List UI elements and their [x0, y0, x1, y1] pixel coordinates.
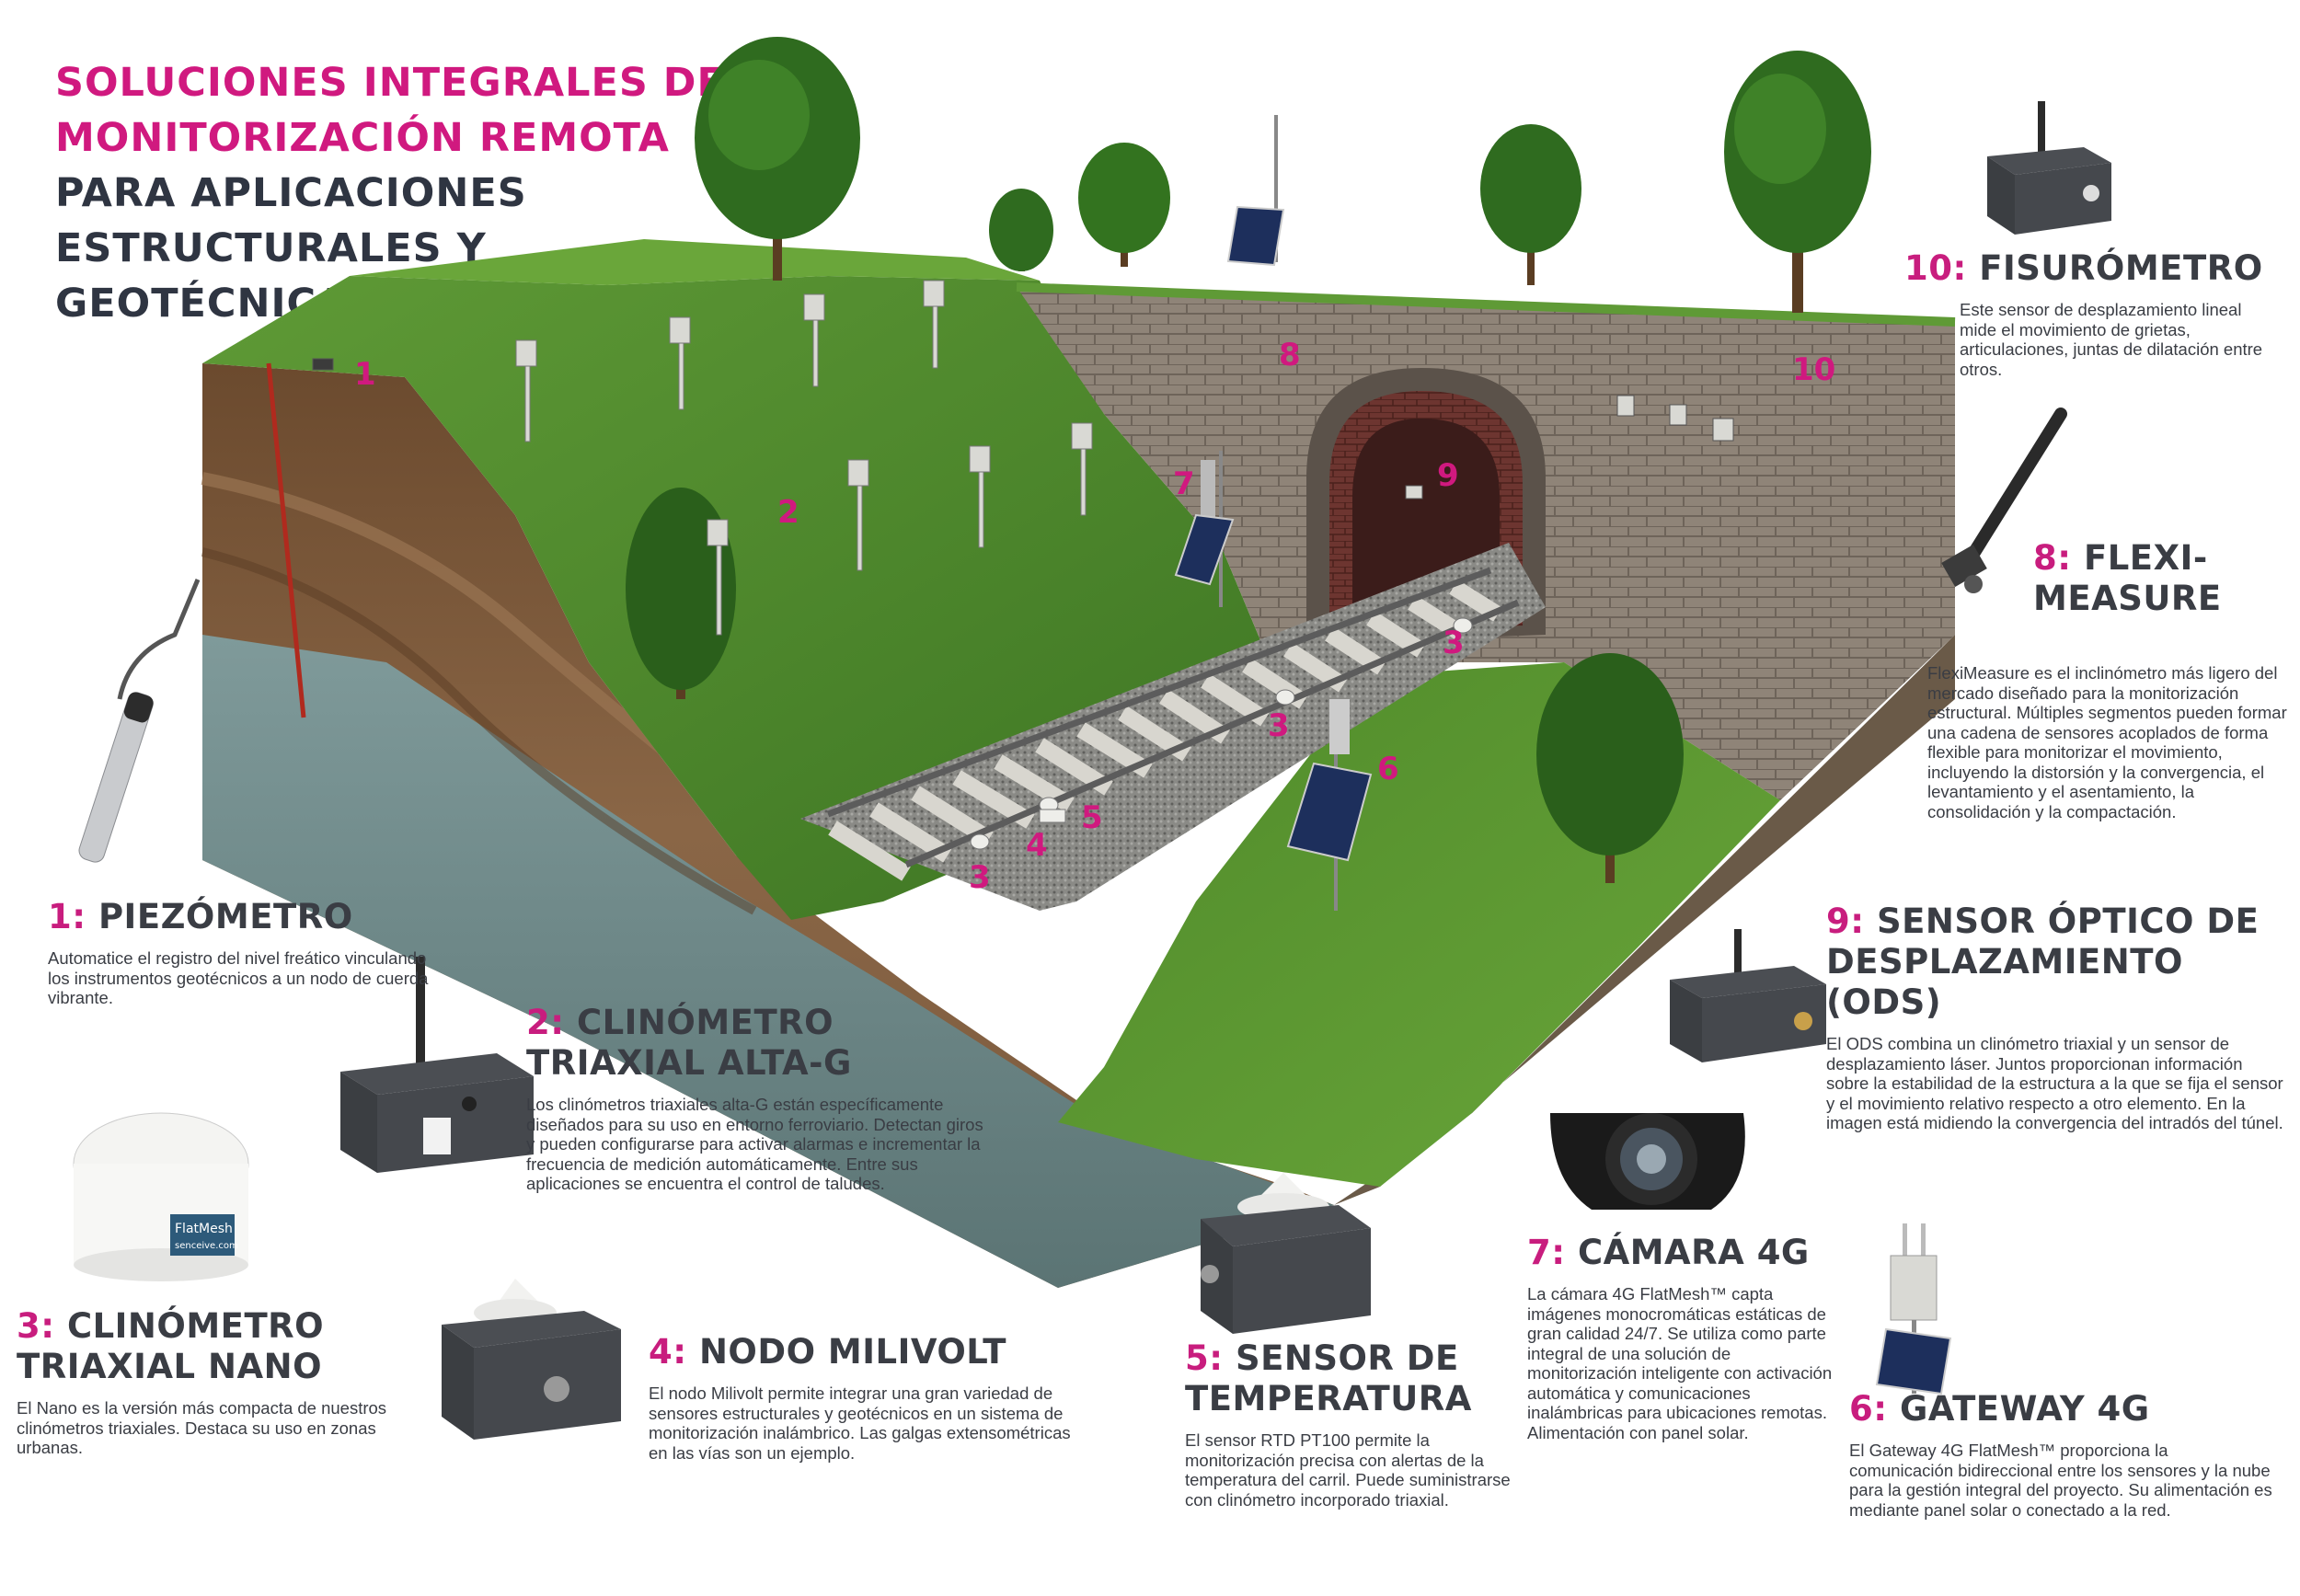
gateway-solar-panels	[1174, 115, 1373, 911]
section-2-title: CLINÓMETRO	[576, 1003, 834, 1042]
section-2-num: 2:	[526, 1003, 565, 1042]
section-9-ods: 9: SENSOR ÓPTICO DE DESPLAZAMIENTO (ODS)…	[1826, 901, 2286, 1133]
section-1-num: 1:	[48, 897, 86, 936]
section-8-text: FlexiMeasure es el inclinómetro más lige…	[1927, 663, 2287, 821]
section-7-num: 7:	[1527, 1233, 1566, 1272]
section-9-text: El ODS combina un clinómetro triaxial y …	[1826, 1034, 2283, 1132]
title-line-1: SOLUCIONES INTEGRALES DE	[55, 60, 725, 106]
wall-sensors	[312, 358, 1734, 499]
section-9-title3: (ODS)	[1826, 982, 1942, 1022]
section-1-piezometro: 1: PIEZÓMETRO Automatice el registro del…	[48, 897, 453, 1008]
callout-10: 10	[1792, 351, 1835, 388]
callout-1: 1	[354, 356, 376, 393]
callout-7: 7	[1173, 465, 1195, 502]
section-10-num: 10:	[1904, 248, 1967, 288]
section-2-clinometro-altag: 2: CLINÓMETRO TRIAXIAL ALTA-G Los clinóm…	[526, 1003, 986, 1194]
clinometer-altag-image	[340, 957, 534, 1173]
tilt-sensor-poles	[515, 280, 1093, 636]
title-line-2: MONITORIZACIÓN REMOTA	[55, 115, 670, 161]
section-6-title: GATEWAY 4G	[1899, 1389, 2150, 1429]
section-9-num: 9:	[1826, 901, 1865, 941]
section-10-title: FISURÓMETRO	[1979, 248, 2263, 288]
fisurometer-image	[1987, 101, 2111, 235]
title-line-3: PARA APLICACIONES	[55, 170, 527, 216]
section-3-clinometro-nano: 3: CLINÓMETRO TRIAXIAL NANO El Nano es l…	[17, 1306, 394, 1458]
section-10-fisurometro: 10: FISURÓMETRO Este sensor de desplazam…	[1904, 248, 2272, 379]
piezometer-tube	[266, 362, 306, 718]
camera-4g-image	[1550, 1113, 1745, 1210]
title-line-4: ESTRUCTURALES Y	[55, 225, 487, 271]
section-7-title: CÁMARA 4G	[1577, 1233, 1810, 1272]
soil-cross-section	[201, 363, 1334, 1288]
section-4-num: 4:	[649, 1332, 687, 1372]
section-5-num: 5:	[1185, 1338, 1224, 1378]
section-5-sensor-temperatura: 5: SENSOR DE TEMPERATURA El sensor RTD P…	[1185, 1338, 1525, 1510]
callout-3a: 3	[969, 859, 991, 896]
railway-track	[800, 543, 1546, 911]
ods-sensor-image	[1670, 929, 1826, 1062]
gateway-4g-image	[1875, 1223, 1952, 1395]
section-3-num: 3:	[17, 1306, 55, 1346]
section-4-nodo-milivolt: 4: NODO MILIVOLT El nodo Milivolt permit…	[649, 1332, 1090, 1463]
nano-brand-text: FlatMesh	[175, 1222, 233, 1236]
callout-9: 9	[1437, 457, 1459, 494]
callout-3b: 3	[1268, 707, 1290, 744]
track-sensors	[970, 617, 1473, 850]
section-6-text: El Gateway 4G FlatMesh™ proporciona la c…	[1849, 1441, 2272, 1520]
section-3-title2: TRIAXIAL NANO	[17, 1347, 323, 1386]
trees	[626, 37, 1871, 883]
section-7-camara-4g: 7: CÁMARA 4G La cámara 4G FlatMesh™ capt…	[1527, 1233, 1845, 1442]
section-8-title2: MEASURE	[2033, 579, 2222, 618]
section-8-num: 8:	[2033, 538, 2072, 578]
milivolt-node-image	[442, 1279, 621, 1440]
temperature-sensor-image	[1201, 1173, 1371, 1334]
callout-6: 6	[1377, 751, 1399, 787]
section-9-title2: DESPLAZAMIENTO	[1826, 942, 2183, 982]
callout-8: 8	[1279, 337, 1301, 373]
section-7-text: La cámara 4G FlatMesh™ capta imágenes mo…	[1527, 1284, 1833, 1442]
section-5-title: SENSOR DE	[1235, 1338, 1459, 1378]
section-5-text: El sensor RTD PT100 permite la monitoriz…	[1185, 1430, 1511, 1510]
section-4-text: El nodo Milivolt permite integrar una gr…	[649, 1384, 1071, 1463]
section-5-title2: TEMPERATURA	[1185, 1379, 1472, 1418]
section-8-fleximeasure: 8: FLEXI- MEASURE FlexiMeasure es el inc…	[1927, 538, 2295, 821]
section-6-gateway-4g: 6: GATEWAY 4G El Gateway 4G FlatMesh™ pr…	[1849, 1389, 2272, 1520]
section-1-text: Automatice el registro del nivel freátic…	[48, 948, 429, 1007]
section-2-text: Los clinómetros triaxiales alta-G están …	[526, 1095, 983, 1193]
page-title: SOLUCIONES INTEGRALES DE MONITORIZACIÓN …	[55, 55, 725, 331]
section-10-text: Este sensor de desplazamiento lineal mid…	[1960, 300, 2263, 379]
section-6-num: 6:	[1849, 1389, 1888, 1429]
fleximeasure-image	[1941, 408, 2067, 593]
section-4-title: NODO MILIVOLT	[698, 1332, 1006, 1372]
nano-sensor-image: FlatMesh senceive.com	[73, 1112, 249, 1281]
section-1-title: PIEZÓMETRO	[98, 897, 353, 936]
callout-2: 2	[777, 494, 799, 531]
nano-site-text: senceive.com	[175, 1241, 238, 1251]
piezometer-image	[78, 579, 201, 863]
callout-5: 5	[1081, 799, 1103, 836]
section-3-title: CLINÓMETRO	[66, 1306, 325, 1346]
callout-3c: 3	[1443, 625, 1465, 661]
callout-4: 4	[1026, 827, 1048, 864]
section-9-title: SENSOR ÓPTICO DE	[1876, 901, 2260, 941]
section-2-title2: TRIAXIAL ALTA-G	[526, 1043, 852, 1083]
section-3-text: El Nano es la versión más compacta de nu…	[17, 1398, 387, 1457]
section-8-title: FLEXI-	[2083, 538, 2208, 578]
diagram-callouts: 1 2 3 3 3 4 5 6 7 8 9 10	[354, 337, 1835, 896]
